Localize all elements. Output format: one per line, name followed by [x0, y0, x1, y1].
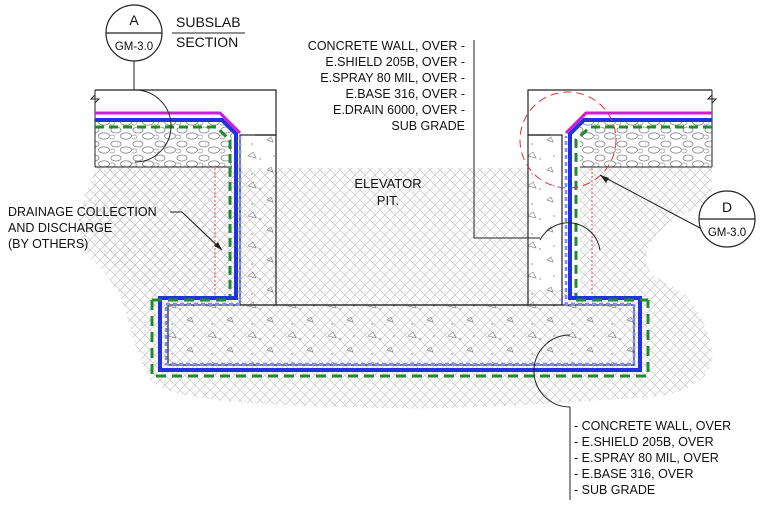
drainage-note: DRAINAGE COLLECTION AND DISCHARGE (BY OT… — [8, 205, 157, 251]
drain-green-bottom — [150, 300, 650, 378]
callout-d-sheet: GM-3.0 — [708, 227, 746, 239]
wall-note-line: E.DRAIN 6000, OVER - — [333, 103, 465, 117]
title-line2: SECTION — [176, 34, 238, 50]
break-mark-right — [706, 94, 718, 104]
leader-callout-d — [599, 174, 701, 229]
wall-note-line: E.BASE 316, OVER - — [346, 87, 466, 101]
wall-note-line: E.SPRAY 80 MIL, OVER - — [320, 71, 465, 85]
pit-label-line1: ELEVATOR — [354, 176, 421, 191]
wall-note-line: SUB GRADE — [391, 119, 465, 133]
callout-a-sheet: GM-3.0 — [115, 41, 153, 53]
slab-note-line: - CONCRETE WALL, OVER — [574, 419, 731, 433]
slab-layers-note: - CONCRETE WALL, OVER - E.SHIELD 205B, O… — [574, 419, 731, 497]
drain-green-left — [95, 125, 232, 300]
concrete-wall-left — [239, 134, 277, 306]
drainage-note-line: AND DISCHARGE — [8, 221, 112, 235]
wall-note-line: CONCRETE WALL, OVER - — [308, 39, 465, 53]
leader-wall-layers — [473, 40, 540, 239]
drainage-note-line: (BY OTHERS) — [8, 237, 88, 251]
membrane-magenta-right — [564, 111, 712, 135]
callout-a-letter: A — [129, 12, 139, 28]
detail-leader-arc-bottom — [533, 334, 571, 408]
callout-a[interactable]: A GM-3.0 — [105, 4, 163, 90]
pit-label-line2: PIT. — [377, 193, 399, 208]
callout-d[interactable]: D GM-3.0 — [698, 190, 756, 248]
leader-drainage — [170, 211, 223, 251]
break-mark-left — [89, 94, 101, 104]
wall-layers-note: CONCRETE WALL, OVER - E.SHIELD 205B, OVE… — [308, 39, 465, 133]
slab-note-line: - E.SHIELD 205B, OVER — [574, 435, 714, 449]
subgrade-left-side — [95, 165, 232, 300]
gravel-left — [95, 122, 232, 167]
detail-a-arc — [134, 89, 172, 163]
slab-note-line: - E.SPRAY 80 MIL, OVER — [574, 451, 719, 465]
callout-d-letter: D — [722, 199, 732, 215]
membrane-blue — [95, 118, 712, 372]
membrane-magenta-left — [95, 111, 242, 135]
slab-note-line: - SUB GRADE — [574, 483, 655, 497]
detail-d-circle — [519, 91, 617, 189]
membrane-blue-inner — [164, 136, 636, 366]
detail-leader-arc-mid — [539, 222, 601, 251]
gravel-right — [580, 122, 712, 167]
title-line1: SUBSLAB — [176, 14, 241, 30]
wall-note-line: E.SHIELD 205B, OVER - — [325, 55, 465, 69]
section-title: SUBSLAB SECTION — [172, 14, 245, 50]
drainage-note-line: DRAINAGE COLLECTION — [8, 205, 157, 219]
concrete-wall-right — [527, 134, 563, 306]
drain-green-right — [574, 125, 712, 300]
slab-note-line: - E.BASE 316, OVER — [574, 467, 694, 481]
